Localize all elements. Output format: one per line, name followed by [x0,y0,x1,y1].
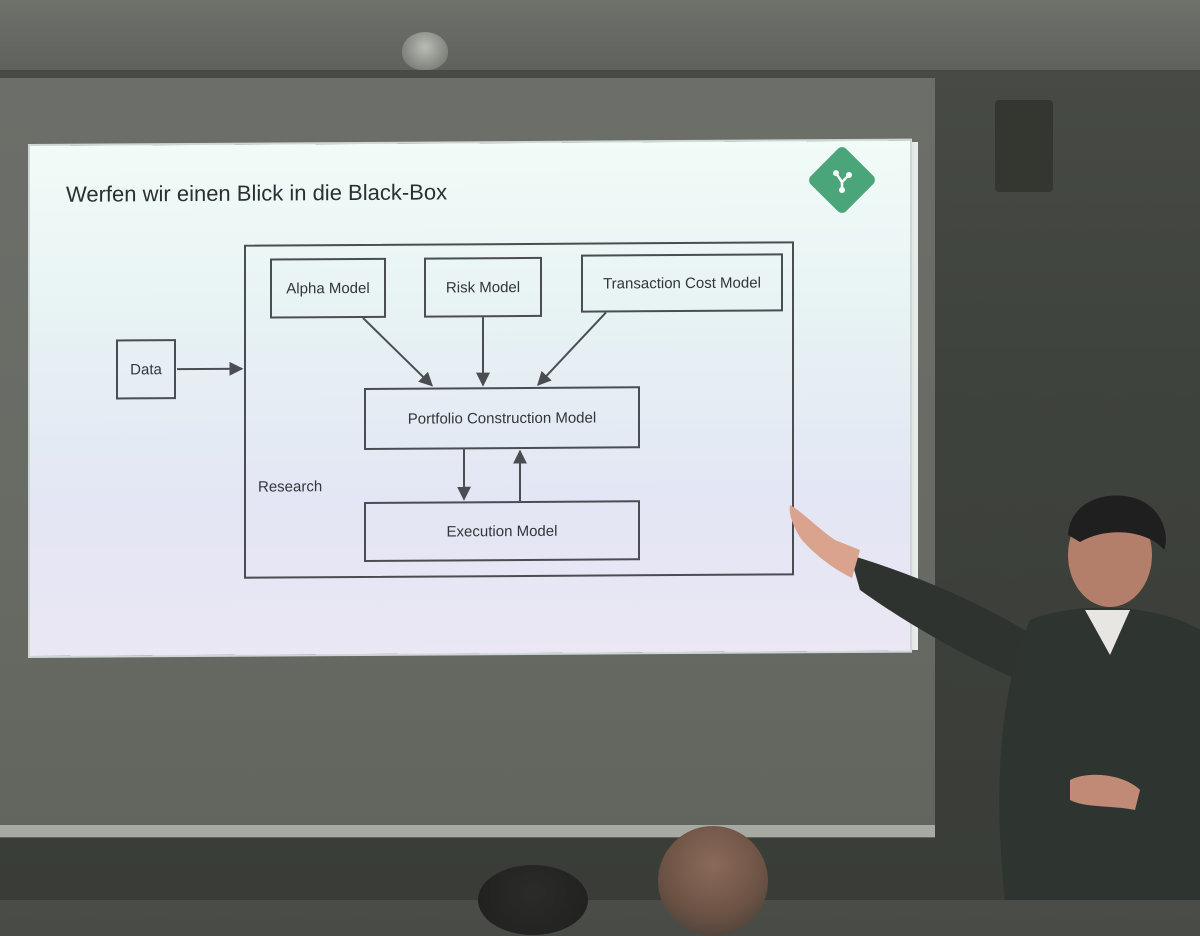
diagram-arrows [30,141,910,656]
presenter [780,480,1200,900]
presentation-slide: Werfen wir einen Blick in die Black-Box … [30,141,910,656]
ceiling [0,0,1200,70]
audience-head [658,826,768,936]
arrow-transaction-to-portfolio [538,312,606,384]
arrow-alpha-to-portfolio [363,318,432,386]
wall-speaker [995,100,1053,192]
ceiling-sensor [402,32,448,70]
audience-head [478,865,588,935]
